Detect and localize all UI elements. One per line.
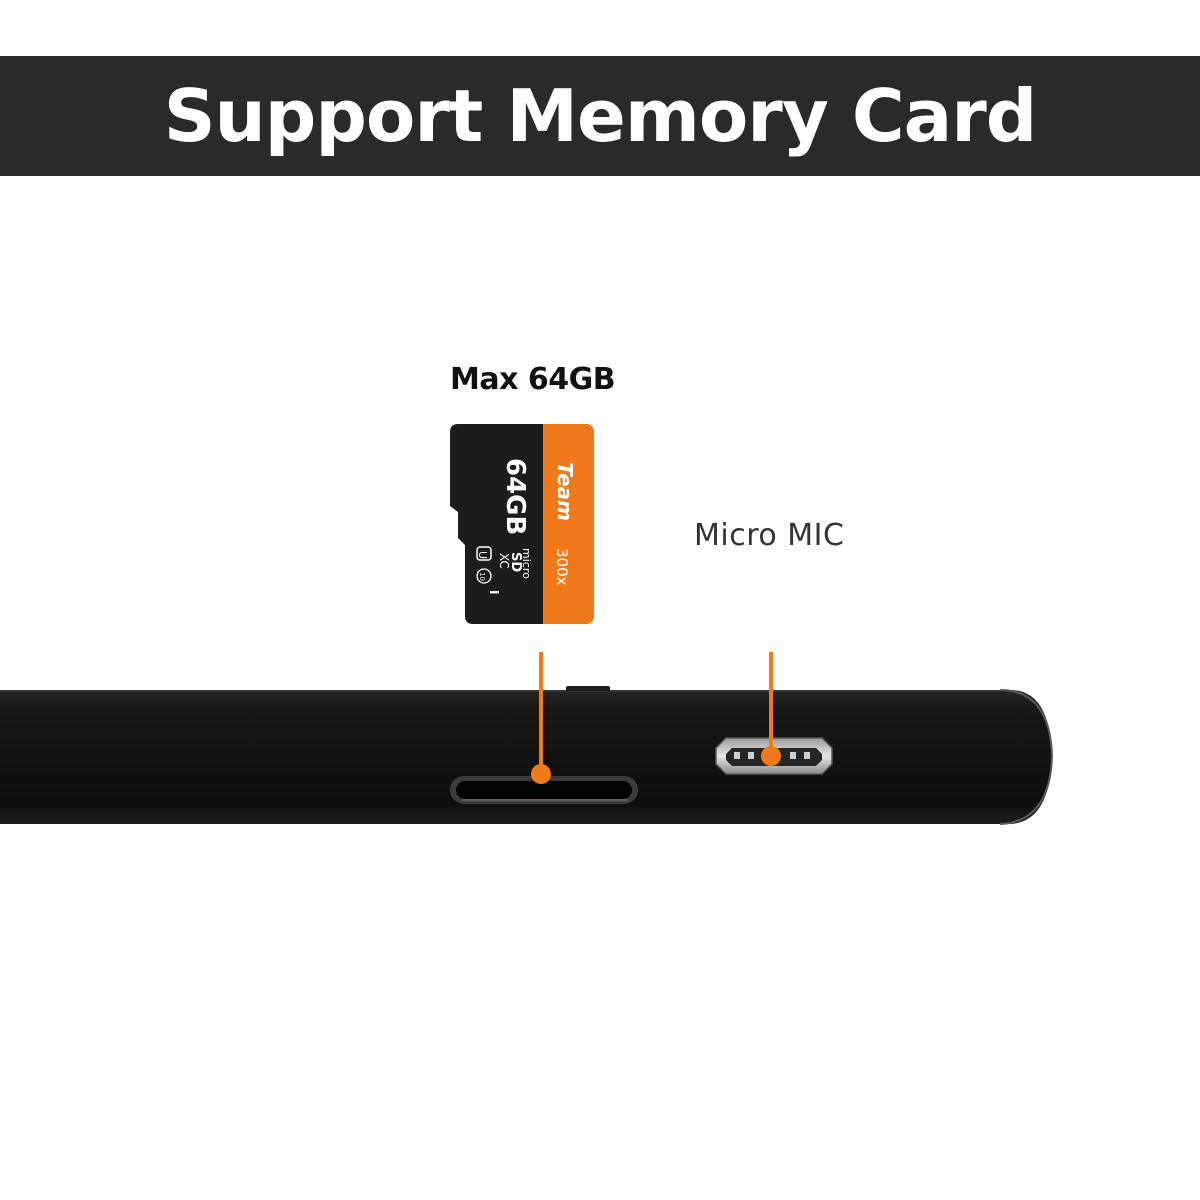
device-top-bump <box>566 686 610 691</box>
class-icon-ring <box>476 568 492 584</box>
microsd-card: Team 300x 64GB micro SD XC I U 10 <box>450 424 594 624</box>
micro-mic-label: Micro MIC <box>694 518 845 553</box>
callout-card-slot <box>531 652 551 784</box>
port-pin <box>734 752 740 759</box>
card-format-line1: micro <box>520 548 533 579</box>
card-class-text: 10 <box>478 572 486 581</box>
card-capacity-text: 64GB <box>500 458 530 535</box>
memory-card-slot <box>450 776 638 804</box>
uhs-icon-frame <box>476 546 492 561</box>
slot-opening <box>456 781 632 799</box>
port-pin <box>790 752 796 759</box>
callout-dot-slot <box>531 764 551 784</box>
banner-title: Support Memory Card <box>163 74 1038 158</box>
device-body <box>0 686 1054 825</box>
title-banner: Support Memory Card <box>0 56 1200 176</box>
callout-mic <box>761 652 781 766</box>
device-side-panel <box>0 690 1052 824</box>
card-orange-stripe <box>543 424 594 624</box>
card-uhs-text: U <box>476 551 489 559</box>
card-format-line2: SD <box>508 552 523 572</box>
max-capacity-label: Max 64GB <box>450 362 616 397</box>
card-brand-text: Team <box>553 462 577 521</box>
callout-dot-mic <box>761 746 781 766</box>
port-pin <box>804 752 810 759</box>
port-pin <box>748 752 754 759</box>
device-edge-highlight <box>999 689 1054 825</box>
card-speed-text: 300x <box>553 548 571 586</box>
card-format-line3: XC <box>497 553 511 569</box>
card-bus-text: I <box>487 590 501 594</box>
